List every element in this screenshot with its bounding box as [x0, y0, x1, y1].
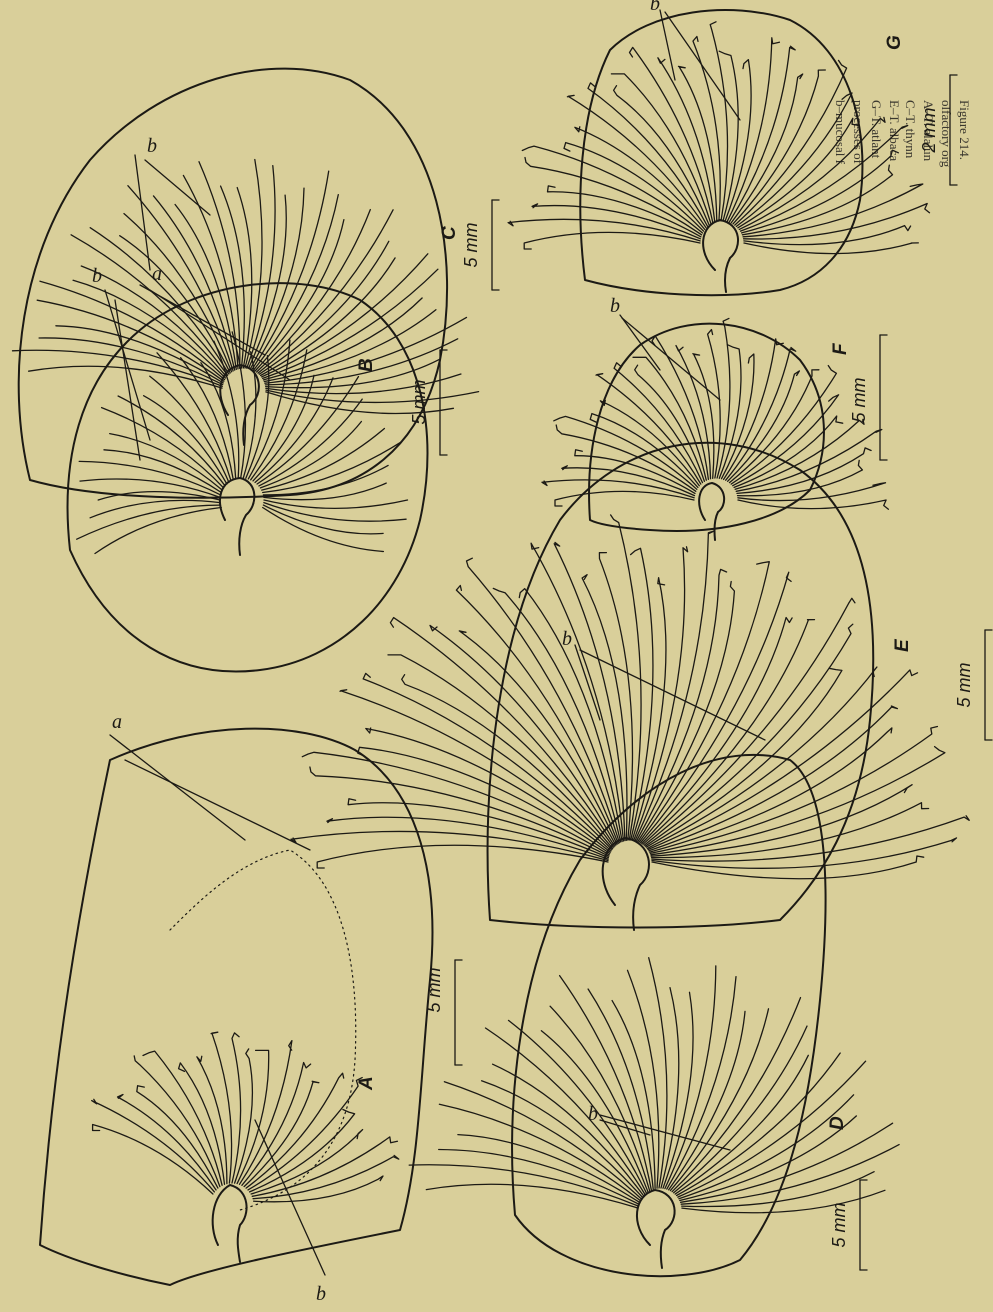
lamella-line — [639, 562, 769, 842]
lamella-line — [80, 479, 220, 497]
part-label-b: b — [610, 295, 620, 317]
panel-e: b 5 mm E — [291, 443, 992, 930]
part-label-b: b — [588, 1103, 598, 1125]
lamella-line — [555, 491, 694, 506]
lamella-line — [744, 226, 911, 245]
lamella-line — [197, 1056, 227, 1183]
lamella-line — [90, 500, 220, 517]
lamella-line — [264, 483, 386, 500]
part-label-b: b — [650, 0, 660, 15]
lamella-line — [734, 416, 843, 487]
lamella-line — [13, 350, 223, 386]
lamella-line — [744, 243, 918, 254]
panel-letter: G — [884, 35, 905, 50]
lamella-line — [693, 37, 720, 222]
lamella-line — [175, 205, 236, 370]
lamella-line — [79, 461, 220, 495]
lamella-line — [652, 816, 969, 861]
panel-letter: F — [830, 342, 851, 355]
lamella-line — [232, 1033, 241, 1183]
lamella-line — [154, 196, 235, 370]
caption-line: Figure 214. — [957, 100, 972, 160]
lamella-line — [726, 347, 796, 480]
lamella-line — [40, 281, 225, 379]
lamella-line — [253, 1155, 399, 1198]
lamella-line — [556, 425, 696, 491]
lamella-line — [254, 1176, 383, 1202]
panel-letter: E — [892, 638, 913, 652]
lamella-line — [738, 500, 888, 509]
panel-letter: C — [439, 226, 460, 240]
lamellae — [291, 515, 969, 879]
scale-label: 5 mm — [849, 377, 869, 422]
lamellae — [92, 1032, 399, 1202]
lamella-line — [257, 210, 371, 372]
lamella-line — [674, 1026, 807, 1193]
lamella-line — [456, 586, 618, 844]
lamella-line — [611, 74, 711, 224]
lamella-line — [458, 1135, 640, 1203]
scale-label: 5 mm — [829, 1202, 849, 1247]
part-label-b: b — [316, 1283, 326, 1305]
lamella-line — [246, 356, 269, 479]
part-label-b: b — [147, 135, 157, 157]
caption-line: C–T. thynn — [903, 100, 918, 159]
lamella-line — [291, 831, 608, 860]
lamella-line — [137, 1086, 218, 1188]
scale-label: 5 mm — [424, 967, 444, 1012]
caption-line: b–mucosal f — [833, 100, 848, 165]
lamella-line — [95, 508, 221, 554]
lamella-line — [118, 396, 225, 486]
lamella-line — [263, 269, 438, 378]
panel-d: b 5 mm D — [409, 755, 899, 1276]
lamella-line — [649, 958, 667, 1188]
panel-a: a b 5 mm A — [40, 711, 462, 1305]
scale-label: 2 mm — [919, 107, 939, 153]
lamella-line — [482, 1081, 643, 1197]
lamella-line — [104, 450, 221, 493]
lamella-line — [650, 728, 892, 852]
lamella-line — [118, 1095, 217, 1190]
lamella-line — [327, 817, 608, 859]
lamella-line — [263, 508, 384, 552]
lamella-line — [524, 232, 700, 249]
panel-letter: A — [356, 1076, 377, 1091]
lamella-line — [264, 500, 408, 508]
caption-line: E–T. albaca — [887, 100, 902, 161]
lamella-line — [459, 631, 617, 844]
lamella-line — [358, 747, 610, 853]
lamella-line — [612, 1001, 655, 1189]
scale-label: 5 mm — [954, 662, 974, 707]
part-label-b: b — [562, 628, 572, 650]
part-label-b: b — [92, 265, 102, 287]
lamella-line — [246, 1073, 344, 1188]
lamella-line — [250, 188, 304, 369]
lamella-line — [439, 1149, 639, 1204]
lamella-line — [317, 845, 608, 868]
lamella-line — [179, 1063, 225, 1184]
caption-line: processes of — [851, 100, 866, 165]
lamella-line — [264, 503, 406, 522]
lamella-line — [677, 1053, 841, 1196]
caption-line: olfactory org — [939, 100, 954, 168]
panel-f: b 5 mm F — [542, 295, 888, 540]
panel-letter: D — [827, 1116, 848, 1130]
lamella-line — [731, 366, 836, 485]
lamella-line — [670, 1009, 768, 1191]
lamellae — [409, 958, 899, 1213]
lamella-line — [237, 1050, 269, 1183]
scale-label: 5 mm — [461, 222, 481, 267]
lamella-line — [647, 667, 877, 848]
lamella-line — [402, 675, 613, 849]
part-label-a: a — [112, 711, 122, 733]
lamella-line — [254, 195, 339, 371]
lamella-line — [550, 1006, 650, 1190]
lamella-line — [56, 326, 223, 383]
